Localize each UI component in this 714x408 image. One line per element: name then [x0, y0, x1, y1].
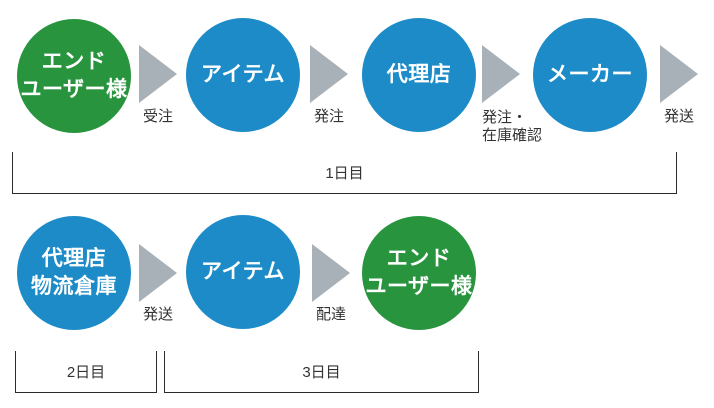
day-bracket-label: 3日目: [302, 364, 341, 381]
arrow-label-delivery: 配達: [315, 306, 346, 323]
arrow-right-icon: [139, 45, 177, 103]
node-end-user: エンド ユーザー様: [17, 19, 131, 133]
arrow-label-order-stock-check: 発注・ 在庫確認: [482, 109, 543, 144]
day-bracket-day2: 2日目: [15, 351, 157, 393]
arrow-label-order-received: 受注: [142, 108, 173, 125]
arrow-right-icon: [312, 244, 350, 302]
day-bracket-day3: 3日目: [164, 351, 479, 393]
node-item: アイテム: [186, 215, 300, 329]
arrow-label-shipping: 発送: [142, 306, 173, 323]
node-maker: メーカー: [533, 18, 647, 132]
node-agency-warehouse: 代理店 物流倉庫: [17, 216, 131, 330]
arrow-right-icon: [482, 45, 520, 103]
arrow-right-icon: [310, 45, 348, 103]
node-end-user: エンド ユーザー様: [362, 216, 476, 330]
day-bracket-label: 1日目: [325, 165, 364, 182]
arrow-right-icon: [139, 244, 177, 302]
node-agency: 代理店: [362, 18, 476, 132]
arrow-label-shipping: 発送: [663, 108, 694, 125]
node-item: アイテム: [186, 18, 300, 132]
arrow-right-icon: [660, 45, 698, 103]
day-bracket-label: 2日目: [66, 364, 106, 381]
arrow-label-order-placed: 発注: [313, 108, 344, 125]
day-bracket-day1: 1日目: [12, 152, 677, 194]
